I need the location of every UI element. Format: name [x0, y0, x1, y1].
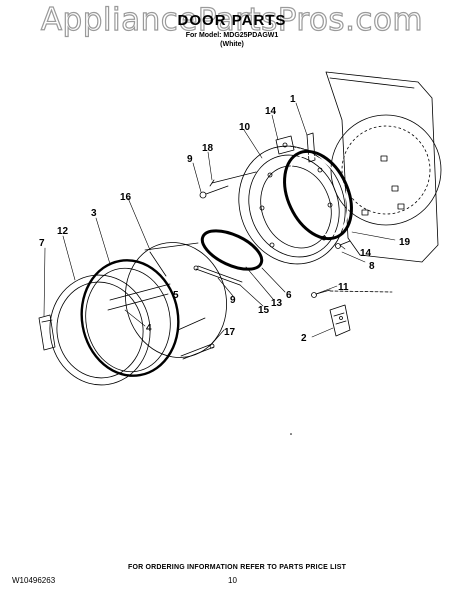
page-title: DOOR PARTS — [177, 12, 287, 29]
callout-17: 17 — [224, 327, 236, 338]
inner-door-panel — [238, 145, 346, 265]
screws — [199, 171, 393, 298]
cabinet-front-panel — [325, 71, 442, 263]
door-glass — [80, 259, 180, 377]
callout-15: 15 — [258, 305, 270, 316]
callout-7: 7 — [39, 238, 45, 249]
leader-lines — [43, 102, 396, 347]
document-number: W10496263 — [12, 576, 56, 585]
callout-9a: 9 — [187, 154, 193, 165]
callout-6: 6 — [286, 290, 292, 301]
door-gasket — [283, 149, 353, 241]
color-subtitle: (White) — [220, 41, 244, 48]
callout-16: 16 — [120, 192, 132, 203]
ordering-note: FOR ORDERING INFORMATION REFER TO PARTS … — [128, 564, 347, 571]
callout-9b: 9 — [230, 295, 236, 306]
callout-numbers: 1 14 10 9 18 16 3 7 12 5 4 9 15 13 6 14 … — [39, 94, 411, 344]
callout-2: 2 — [301, 333, 307, 344]
callout-18: 18 — [202, 143, 214, 154]
callout-12: 12 — [57, 226, 69, 237]
callout-14a: 14 — [265, 106, 277, 117]
callout-4: 4 — [146, 323, 152, 334]
callout-14b: 14 — [360, 248, 372, 259]
callout-1: 1 — [290, 94, 296, 105]
model-subtitle: For Model: MDG25PDAGW1 — [185, 32, 279, 39]
callout-3: 3 — [91, 208, 97, 219]
callout-19: 19 — [399, 237, 411, 248]
watermark-logo: AppliancePartsPros.com — [40, 1, 424, 38]
stray-dot — [290, 433, 292, 435]
hinge-bracket — [275, 132, 316, 163]
callout-13: 13 — [271, 298, 283, 309]
door-strike — [329, 304, 351, 337]
vent-seal — [200, 229, 264, 271]
hinge-rod — [193, 265, 243, 286]
callout-11: 11 — [338, 282, 349, 293]
door-handle — [38, 314, 56, 351]
outer-door — [49, 274, 151, 386]
callout-5: 5 — [173, 290, 179, 301]
callout-8: 8 — [369, 261, 375, 272]
callout-10: 10 — [239, 122, 251, 133]
page-number: 10 — [228, 576, 237, 585]
